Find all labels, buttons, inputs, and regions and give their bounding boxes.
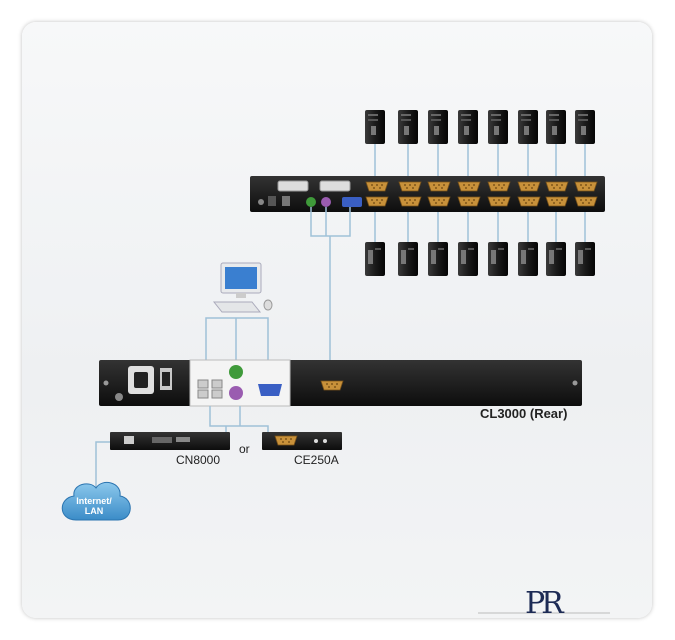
internet-cloud-icon — [61, 481, 131, 521]
bottom-computers — [365, 242, 595, 276]
cn8000-device — [110, 432, 230, 450]
watermark-text: PR — [525, 586, 564, 621]
top-pc-cables — [374, 144, 586, 242]
cloud-label-line2: LAN — [84, 506, 104, 516]
cl3000-label: CL3000 (Rear) — [480, 406, 568, 421]
ce250a-label: CE250A — [294, 453, 339, 467]
console-to-unit-cables — [205, 317, 269, 362]
top-computers — [365, 110, 595, 144]
kvm-switch — [250, 176, 605, 212]
cloud-label: Internet/ LAN — [70, 496, 118, 516]
local-console-computer-icon — [212, 262, 273, 313]
cn8000-label: CN8000 — [176, 453, 221, 467]
console-cables — [310, 207, 351, 380]
or-label: or — [239, 442, 250, 456]
cl3000-unit — [99, 359, 582, 407]
cloud-label-line1: Internet/ — [76, 496, 112, 506]
ce250a-device — [262, 432, 342, 450]
